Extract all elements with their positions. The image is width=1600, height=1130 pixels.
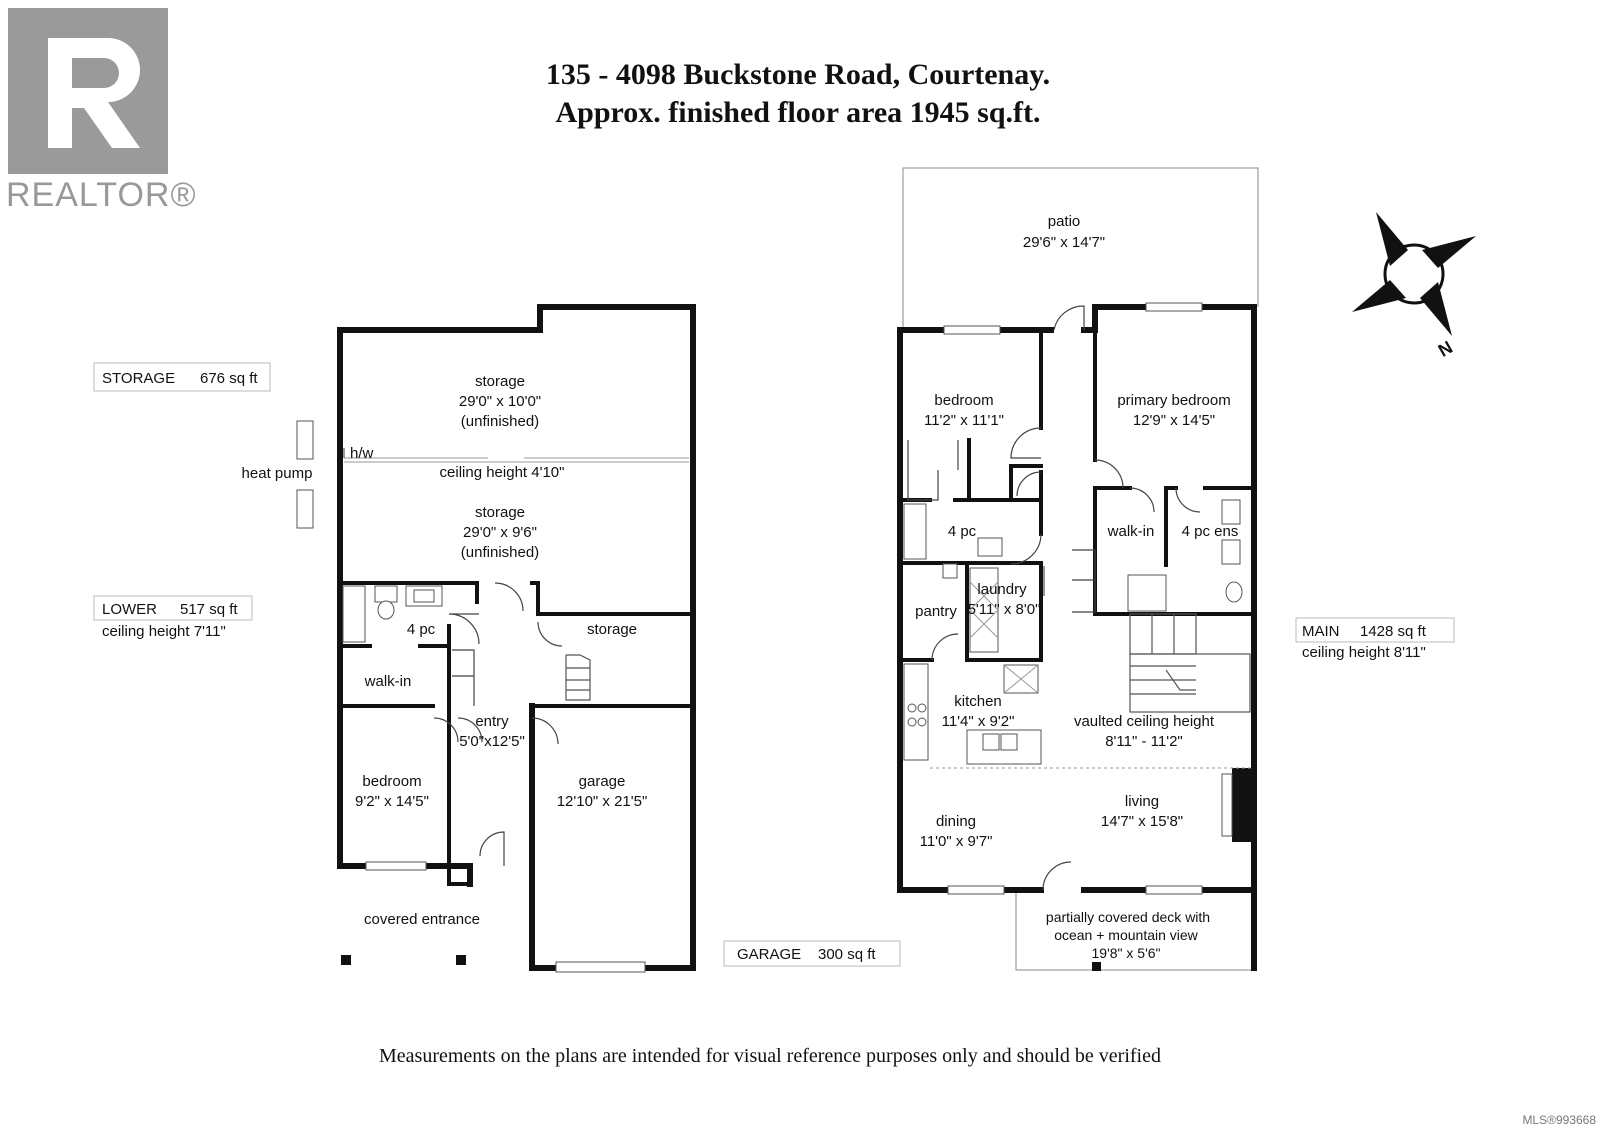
realtor-logo-text: REALTOR®: [6, 176, 197, 214]
garage-area-box: GARAGE 300 sq ft: [723, 940, 901, 967]
realtor-logo-icon: [8, 8, 168, 174]
main-floor-primary-dims-label: 12'9" x 14'5": [1133, 412, 1215, 429]
main-floor-ensuite-label: 4 pc ens: [1182, 523, 1239, 540]
lower-floor-entry-dims-label: 5'0"x12'5": [459, 733, 525, 750]
main-floor-vaulted-line2-label: 8'11" - 11'2": [1105, 733, 1183, 750]
main-ceiling-height: ceiling height 8'11": [1302, 644, 1426, 661]
lower-floor-plan: [296, 304, 696, 973]
main-floor-deck-line2-label: ocean + mountain view: [1054, 927, 1198, 943]
main-floor-living-dims-label: 14'7" x 15'8": [1101, 813, 1183, 830]
main-floor-deck-dims-label: 19'8" x 5'6": [1092, 945, 1161, 961]
lower-floor-covered-entrance-label: covered entrance: [364, 911, 480, 928]
main-floor-walkin-label: walk-in: [1107, 523, 1155, 540]
main-area-box: MAIN 1428 sq ft ceiling height 8'11": [1295, 617, 1455, 661]
heat-pump-unit-top: [296, 420, 314, 460]
storage-area-box: STORAGE 676 sq ft: [93, 362, 271, 392]
main-floor-plan: [897, 167, 1259, 971]
main-floor-kitchen-name-label: kitchen: [954, 693, 1002, 710]
main-floor-primary-name-label: primary bedroom: [1117, 392, 1230, 409]
lower-floor-garage-dims-label: 12'10" x 21'5": [557, 793, 648, 810]
hw-label: h/w: [350, 445, 374, 462]
page-subtitle: Approx. finished floor area 1945 sq.ft.: [555, 96, 1040, 129]
main-floor-laundry-dims-label: 5'11" x 8'0": [968, 601, 1041, 618]
areas-lower-label-label: LOWER: [102, 601, 157, 618]
areas-lower-value-label: 517 sq ft: [180, 601, 238, 618]
areas-main-label-label: MAIN: [1302, 623, 1340, 640]
main-floor-pantry-label: pantry: [915, 603, 957, 620]
lower-floor-storage-upper-note-label: (unfinished): [461, 413, 539, 430]
main-floor-patio-dims-label: 29'6" x 14'7": [1023, 234, 1105, 251]
areas-storage-value-label: 676 sq ft: [200, 370, 258, 387]
compass-icon: [1352, 212, 1476, 336]
realtor-logo: REALTOR®: [6, 8, 197, 214]
main-floor-deck-line1-label: partially covered deck with: [1046, 909, 1210, 925]
lower-floor-bedroom-name-label: bedroom: [362, 773, 421, 790]
lower-floor-storage-lower-dims-label: 29'0" x 9'6": [463, 524, 537, 541]
main-floor-dining-dims-label: 11'0" x 9'7": [920, 833, 993, 850]
lower-floor-storage-lower-note-label: (unfinished): [461, 544, 539, 561]
main-floor-living-name-label: living: [1125, 793, 1159, 810]
lower-floor-bath-label: 4 pc: [407, 621, 436, 638]
lower-floor-storage-upper-name-label: storage: [475, 373, 525, 390]
lower-floor-walkin-label: walk-in: [364, 673, 412, 690]
heat-pump-label: heat pump: [242, 465, 313, 482]
heat-pump-unit-bottom: [296, 489, 314, 529]
lower-floor-entry-name-label: entry: [475, 713, 509, 730]
disclaimer-text: Measurements on the plans are intended f…: [379, 1045, 1161, 1067]
main-floor-laundry-name-label: laundry: [977, 581, 1027, 598]
lower-ceiling-height: ceiling height 7'11": [102, 623, 226, 640]
lower-area-box: LOWER 517 sq ft ceiling height 7'11": [93, 595, 253, 640]
main-floor-vaulted-line1-label: vaulted ceiling height: [1074, 713, 1215, 730]
lower-floor-storage-small-label: storage: [587, 621, 637, 638]
main-floor-kitchen-dims-label: 11'4" x 9'2": [942, 713, 1015, 730]
lower-floor-storage-upper-dims-label: 29'0" x 10'0": [459, 393, 541, 410]
lower-ceiling-label: ceiling height 4'10": [440, 464, 565, 481]
main-floor-bath-label: 4 pc: [948, 523, 977, 540]
page-title: 135 - 4098 Buckstone Road, Courtenay.: [546, 58, 1050, 91]
areas-garage-label-label: GARAGE: [737, 946, 801, 963]
mls-number: MLS®993668: [1522, 1113, 1596, 1127]
main-floor-patio-name-label: patio: [1048, 213, 1081, 230]
compass-north-label: N: [1435, 337, 1456, 361]
areas-main-value-label: 1428 sq ft: [1360, 623, 1427, 640]
areas-storage-label-label: STORAGE: [102, 370, 175, 387]
lower-floor-bedroom-dims-label: 9'2" x 14'5": [355, 793, 429, 810]
lower-floor-storage-lower-name-label: storage: [475, 504, 525, 521]
main-floor-bedroom-dims-label: 11'2" x 11'1": [924, 412, 1004, 429]
areas-garage-value-label: 300 sq ft: [818, 946, 876, 963]
main-floor-bedroom-name-label: bedroom: [934, 392, 993, 409]
main-floor-dining-name-label: dining: [936, 813, 976, 830]
lower-floor-garage-name-label: garage: [579, 773, 626, 790]
